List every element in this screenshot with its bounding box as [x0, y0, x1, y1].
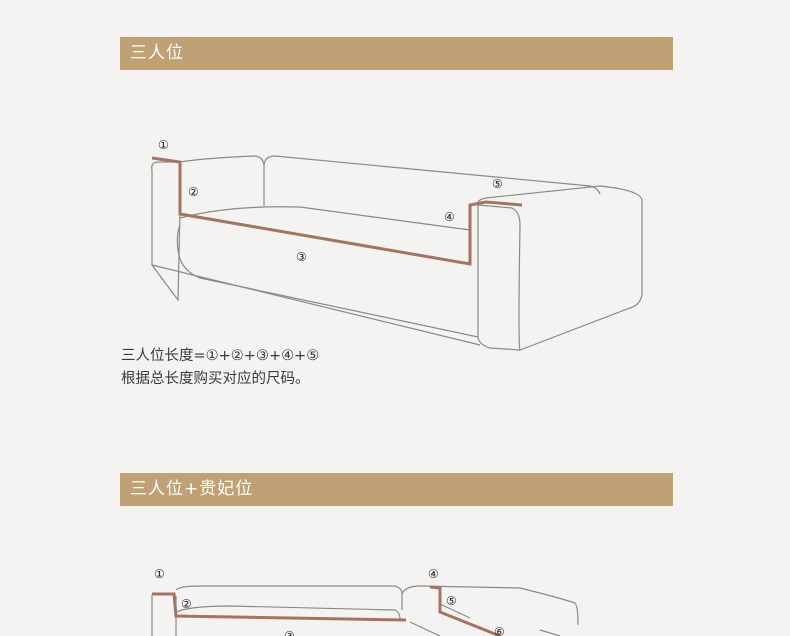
measure-line-3	[429, 585, 501, 636]
sofa-chaise-outline	[151, 585, 579, 636]
marker2-5: ⑤	[446, 594, 457, 608]
marker2-3: ③	[284, 629, 295, 636]
marker2-2: ②	[181, 597, 192, 611]
section-title-three-seat: 三人位	[120, 37, 673, 70]
length-formula: 三人位长度=①+②+③+④+⑤	[121, 348, 320, 364]
measure-line	[151, 156, 523, 266]
marker-5: ⑤	[492, 177, 503, 191]
marker-4: ④	[444, 210, 455, 224]
size-advice: 根据总长度购买对应的尺码。	[121, 371, 310, 387]
marker-1: ①	[158, 138, 169, 152]
sofa-outline	[151, 155, 643, 351]
marker-3: ③	[296, 250, 307, 264]
marker2-1: ①	[154, 567, 165, 581]
marker2-6: ⑥	[494, 625, 505, 636]
marker-2: ②	[188, 185, 199, 199]
measure-line-2	[152, 592, 407, 622]
section-title-three-seat-chaise: 三人位+贵妃位	[120, 473, 673, 506]
marker2-4: ④	[428, 567, 439, 581]
